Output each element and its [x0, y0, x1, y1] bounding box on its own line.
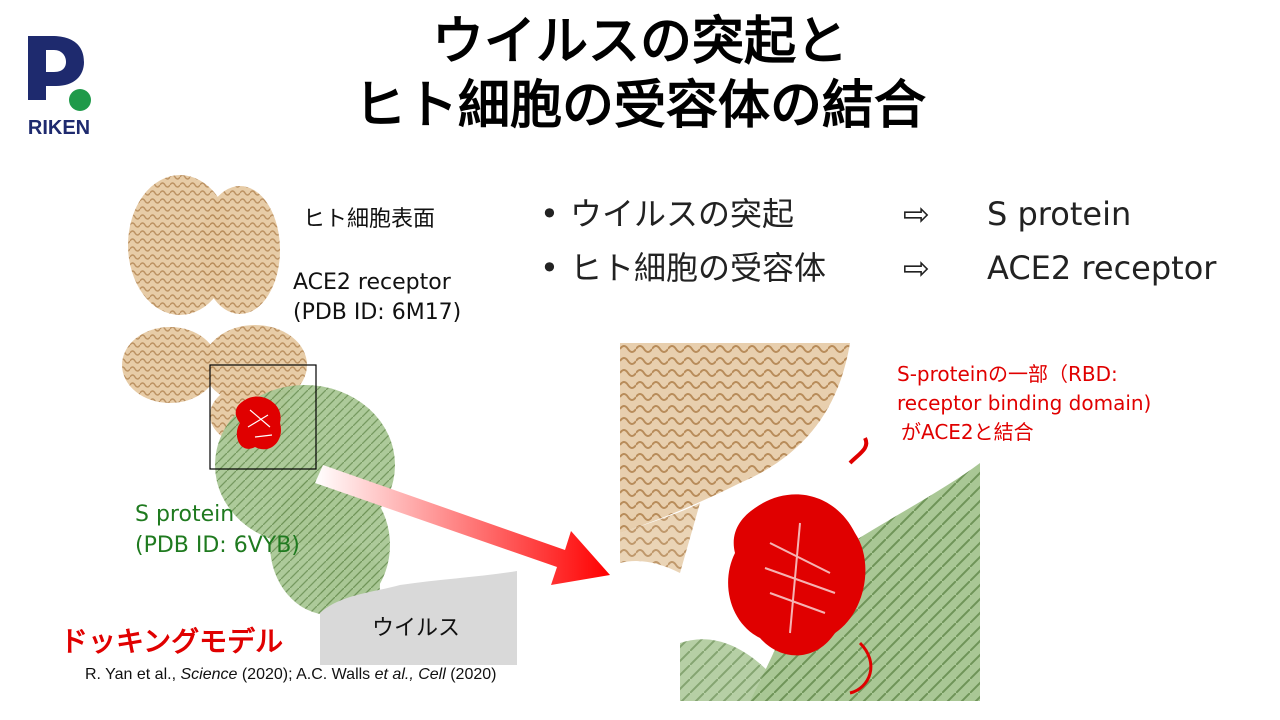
rbd-zoom-image	[620, 343, 980, 701]
zoom-arrow	[315, 465, 610, 585]
ace2-pdb-label: (PDB ID: 6M17)	[293, 300, 462, 325]
bullet-term-2: ヒト細胞の受容体	[570, 249, 827, 287]
rbd-callout-line-3: がACE2と結合	[901, 420, 1034, 444]
docking-model-label: ドッキングモデル	[60, 625, 284, 658]
ace2-receptor-label: ACE2 receptor	[293, 270, 451, 295]
logo-wordmark: RIKEN	[28, 117, 90, 139]
citation: R. Yan et al., Science (2020); A.C. Wall…	[85, 666, 497, 683]
rbd-callout: S-proteinの一部（RBD: receptor binding domai…	[897, 360, 1151, 447]
virus-label: ウイルス	[372, 616, 461, 641]
bullet-dot-1: •	[540, 195, 559, 233]
s-protein-pdb-label: (PDB ID: 6VYB)	[135, 533, 300, 558]
bullet-value-2: ACE2 receptor	[987, 249, 1217, 287]
riken-logo: RIKEN	[28, 36, 91, 139]
title-line-2: ヒト細胞の受容体の結合	[353, 76, 926, 136]
title-line-1: ウイルスの突起と	[431, 12, 848, 72]
bullet-arrow-2: ⇨	[903, 249, 930, 287]
bullet-arrow-1: ⇨	[903, 195, 930, 233]
rbd-callout-line-2: receptor binding domain)	[897, 391, 1152, 415]
ace2-spike-structure-image	[122, 175, 517, 665]
bullet-value-1: S protein	[987, 195, 1132, 233]
cell-surface-label: ヒト細胞表面	[303, 207, 436, 232]
bullet-term-1: ウイルスの突起	[570, 195, 795, 233]
s-protein-label: S protein	[135, 502, 235, 527]
bullet-dot-2: •	[540, 249, 559, 287]
rbd-callout-line-1: S-proteinの一部（RBD:	[897, 362, 1118, 386]
